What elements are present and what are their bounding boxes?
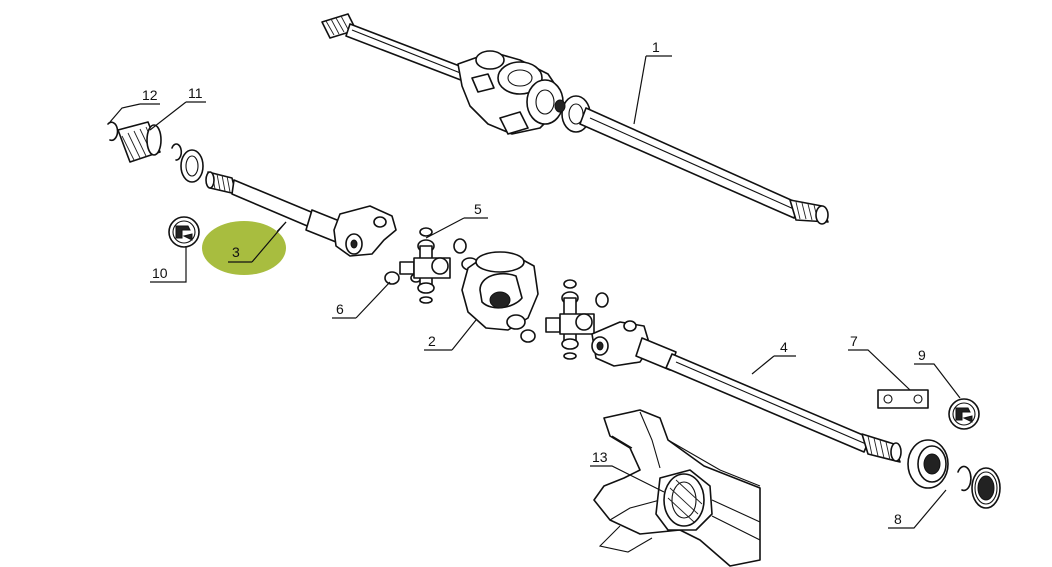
callout-6-label[interactable]: 6 [336,301,344,317]
part-3-inner-axle-shaft [205,171,397,257]
callout-13-label[interactable]: 13 [592,449,608,465]
callout-7-label[interactable]: 7 [850,333,858,349]
highlight-callout-3 [202,221,286,275]
callout-3-label[interactable]: 3 [232,244,240,260]
part-2-double-cardan-yoke [461,251,539,343]
part-4-outer-axle-shaft [591,320,902,463]
part-13-axle-housing [593,409,761,567]
callout-5-label[interactable]: 5 [474,201,482,217]
part-9-oil-seal [948,398,1001,509]
callout-labels: 1 2 3 4 5 6 7 8 9 10 11 12 13 [142,39,926,527]
callout-4-label[interactable]: 4 [780,339,788,355]
part-bearing-ring [180,149,204,183]
callout-9-label[interactable]: 9 [918,347,926,363]
callout-2-label[interactable]: 2 [428,333,436,349]
callout-1-label[interactable]: 1 [652,39,660,55]
callout-3-leader [228,221,287,263]
part-5-cross-bearing-right [545,279,609,360]
callout-10-label[interactable]: 10 [152,265,168,281]
callout-8-label[interactable]: 8 [894,511,902,527]
part-12-snap-ring [107,121,119,142]
callout-12-label[interactable]: 12 [142,87,158,103]
part-10-oil-seal [168,216,200,248]
callout-11-label[interactable]: 11 [188,85,203,101]
part-8-retaining-ring [957,465,972,492]
part-5-cross-bearing-left [399,227,467,304]
part-1-assembled-axle [321,13,829,225]
part-wheel-bearing [907,439,949,489]
part-11-bushing [117,121,183,163]
part-7-shim-plate [877,389,929,409]
